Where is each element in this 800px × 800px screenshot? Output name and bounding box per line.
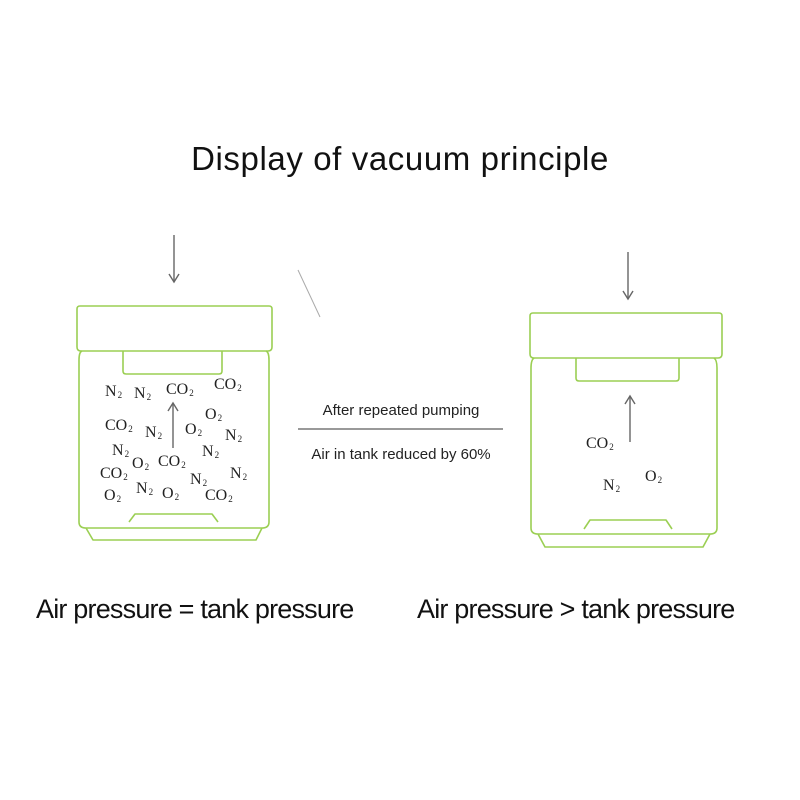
- right-inner-up-arrow: [624, 394, 636, 442]
- molecule-label: CO2: [214, 376, 242, 393]
- right-jar: [529, 312, 723, 548]
- left-caption: Air pressure = tank pressure: [36, 594, 354, 624]
- molecule-label: O2: [185, 421, 203, 438]
- molecule-label: CO2: [205, 487, 233, 504]
- left-jar-lid: [76, 305, 273, 352]
- process-step-text: After repeated pumping: [322, 402, 480, 419]
- decorative-stroke: [297, 269, 321, 318]
- left-jar: [76, 305, 273, 541]
- molecule-label: N2: [202, 443, 220, 460]
- left-inner-up-arrow: [167, 401, 179, 448]
- molecule-label: N2: [225, 427, 243, 444]
- molecule-label: CO2: [158, 453, 186, 470]
- molecule-label: N2: [112, 442, 130, 459]
- molecule-label: CO2: [586, 435, 614, 452]
- molecule-label: O2: [205, 406, 223, 423]
- diagram-title: Display of vacuum principle: [191, 140, 609, 177]
- right-jar-bottom-tab: [583, 519, 673, 530]
- molecule-label: O2: [162, 485, 180, 502]
- left-jar-inner-tab: [122, 351, 223, 375]
- molecule-label: N2: [603, 477, 621, 494]
- right-jar-base: [537, 533, 711, 548]
- right-jar-inner-tab: [575, 358, 680, 382]
- molecule-label: N2: [230, 465, 248, 482]
- left-jar-bottom-tab: [128, 513, 219, 523]
- molecule-label: O2: [645, 468, 663, 485]
- molecule-label: CO2: [166, 381, 194, 398]
- molecule-label: O2: [104, 487, 122, 504]
- molecule-label: N2: [134, 385, 152, 402]
- molecule-label: N2: [190, 471, 208, 488]
- molecule-label: N2: [136, 480, 154, 497]
- molecule-label: O2: [132, 455, 150, 472]
- molecule-label: N2: [105, 383, 123, 400]
- left-jar-body: [78, 350, 270, 529]
- left-jar-base: [85, 527, 263, 541]
- right-jar-body: [530, 357, 718, 535]
- left-down-arrow: [168, 235, 180, 284]
- right-caption: Air pressure > tank pressure: [417, 594, 735, 624]
- process-result-text: Air in tank reduced by 60%: [311, 446, 491, 463]
- right-jar-lid: [529, 312, 723, 359]
- molecule-label: N2: [145, 424, 163, 441]
- right-down-arrow: [622, 252, 634, 301]
- molecule-label: CO2: [100, 465, 128, 482]
- molecule-label: CO2: [105, 417, 133, 434]
